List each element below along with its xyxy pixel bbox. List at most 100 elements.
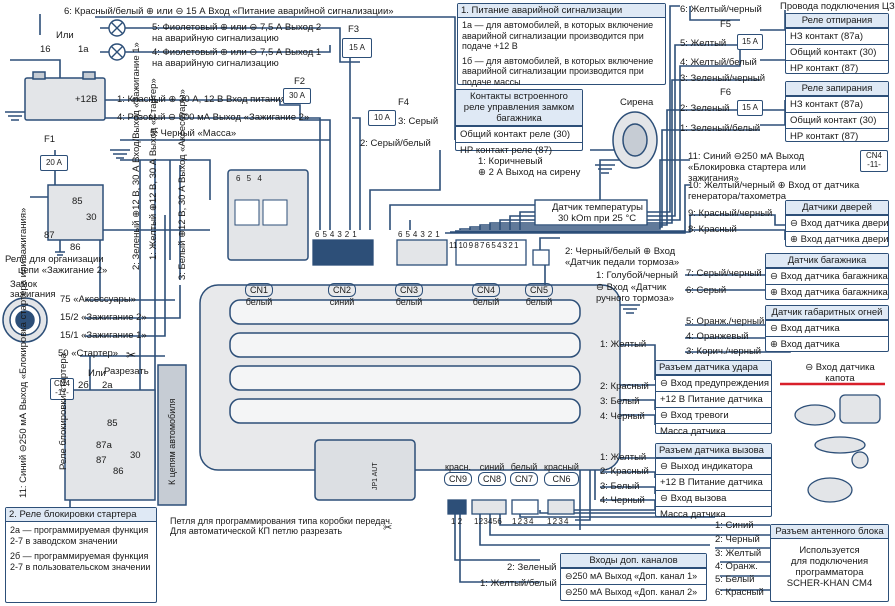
relay-caption-1: Реле для организации [5,254,104,265]
handbrake-wire-label: 1: Голубой/черный [596,270,679,281]
antenna-box: Разъем антенного блока Используется для … [770,524,889,602]
lock-relay-nc: НЗ контакт (87а) [786,96,888,112]
fuse-f1-name: F1 [44,134,56,145]
battery-plus-label: +12В [75,94,98,105]
siren-wire-sub-label: ⊕ 2 А Выход на сирену [478,167,581,178]
starter-relay-box-title: 2. Реле блокировки стартера [6,508,156,522]
aux-channel-1: ⊖250 мА Выход «Доп. канал 1» [561,568,706,584]
unlock-wire-6: 6: Желтый/черный [680,4,762,15]
wire-gray-label: 3: Серый [398,116,439,127]
cn1-pin-numbers: 6 5 4 [236,174,264,183]
cn4-tag-right-text: CN4 -11- [865,151,882,169]
light-sensor-pos: ⊕ Вход датчика [766,336,888,352]
siren-label: Сирена [620,97,654,108]
light-sensor-box: Датчик габаритных огней ⊖ Вход датчика ⊕… [765,305,889,352]
cn4-tag-right: CN4 -11- [860,150,888,172]
antenna-box-title: Разъем антенного блока [771,525,888,539]
cn4-pin-numbers: 11 10 9 8 7 6 5 4 3 2 1 [449,241,519,250]
starter-relay-box: 2. Реле блокировки стартера 2a — програм… [5,507,157,603]
cn5-color: белый [525,297,553,307]
fuse-f4-value: 10 A [373,113,390,122]
lock-relay-title: Реле запирания [786,82,888,96]
unlock-relay-box: Реле отпирания НЗ контакт (87а) Общий ко… [785,13,889,74]
lock-wire-3: 3: Зеленый/черный [680,73,766,84]
antenna-text-2: для подключения [790,556,869,567]
trunk-wire-7: 7: Серый/черный [686,268,762,279]
antenna-wire-1: 1: Синий [715,520,754,531]
call-sensor-box: Разъем датчика вызова ⊖ Выход индикатора… [655,443,772,520]
siren-wire-label: 1: Коричневый [478,156,543,167]
call-wire-4: 4: Черный [600,495,645,506]
loop-note-1: Петля для программирования типа коробки … [170,516,393,526]
door-sensor-title: Датчики дверей [786,201,888,215]
fuse-f3: 15 A [342,38,372,58]
starter-relay-or: Или [88,368,106,379]
aux-channels-box: Входы доп. каналов ⊖250 мА Выход «Доп. к… [560,553,707,601]
light-wire-4: 4: Оранжевый [686,331,749,342]
starter-relay-vertical-label: Реле блокировки стартера [58,353,69,470]
shock-wire-4: 4: Черный [600,411,645,422]
lock-relay-box: Реле запирания НЗ контакт (87а) Общий ко… [785,81,889,142]
temp-sensor-label-1: Датчик температуры [552,202,643,213]
cn1-name: CN1 [245,283,274,297]
lock-relay-no: НР контакт (87) [786,128,888,144]
fuse-f5-value: 15 A [741,37,758,46]
trunk-sensor-title: Датчик багажника [766,254,888,268]
shock-sensor-r3: ⊖ Вход тревоги [656,407,771,423]
lock-ign1-label: 15/1 «Зажигание 1» [60,330,147,341]
starter-relay-85: 85 [107,418,118,429]
wire-output1-label: 4: Фиолетовый ⊕ или ⊖ 7,5 А Выход 1 [152,47,322,58]
cn3-name: CN3 [395,283,424,297]
unlock-relay-nc: НЗ контакт (87а) [786,28,888,44]
shock-sensor-r2: +12 В Питание датчика [656,391,771,407]
starter-relay-86: 86 [113,466,124,477]
aux-wire-1: 1: Желтый/белый [480,578,557,589]
starter-relay-87: 87 [96,455,107,466]
hood-sensor-label: ⊖ Вход датчика капота [805,362,875,384]
shock-sensor-r4: Масса датчика [656,423,771,439]
fuse-f2-name: F2 [294,76,306,87]
trunk-sensor-neg: ⊖ Вход датчика багажника [766,268,888,284]
cut-label: Разрезать [104,366,149,377]
starter-relay-2a: 2a [102,380,113,391]
shock-sensor-box: Разъем датчика удара ⊖ Вход предупрежден… [655,360,772,437]
cn6-name: CN6 [544,472,579,486]
cn6-color: красный [544,462,579,472]
wire-ignition1-label: 2: Зеленый ⊕12 В, 30 А Вход/Выход «Зажиг… [131,42,142,270]
lock-wire-2: 2: Зеленый [680,103,730,114]
cn6-pins: 1 2 3 4 [547,517,569,526]
unlock-wire-4: 4: Желтый/белый [680,57,757,68]
trunk-sensor-pos: ⊕ Вход датчика багажника [766,284,888,300]
call-sensor-r3: ⊖ Вход вызова [656,490,771,506]
starter-relay-box-r2: 2б — программируемая функция 2-7 в польз… [10,551,151,572]
relay-caption-2: цепи «Зажигание 2» [18,265,108,276]
cn8-pins: 1 2 3 4 5 6 [474,517,502,526]
door-sensor-box: Датчики дверей ⊖ Вход датчика двери ⊕ Вх… [785,200,889,247]
fuse-f2: 30 A [283,88,311,104]
unlock-relay-no: НР контакт (87) [786,60,888,76]
fuse-f4-name: F4 [398,97,410,108]
cn8-name: CN8 [478,472,507,486]
battery-1a-label: 1a [78,44,89,55]
fuse-f6-name: F6 [720,87,732,98]
wire-output1-sub-label: на аварийную сигнализацию [152,58,279,69]
cn9-pins: 1 2 [451,517,463,526]
cn3-pin-numbers: 654321 [398,230,443,239]
car-circuits-label: К цепям автомобиля [167,398,177,485]
relay-pin-30: 30 [86,212,97,223]
relay-pin-85: 85 [72,196,83,207]
cn3-color: белый [395,297,423,307]
trunk-relay-common: Общий контакт реле (30) [456,126,582,142]
cn4-wire-10: 10: Желтый/черный ⊕ Вход от датчика гене… [688,180,860,202]
unlock-relay-common: Общий контакт (30) [786,44,888,60]
hazard-power-box-title: 1. Питание аварийной сигнализации [458,4,665,18]
fuse-f4: 10 A [368,110,396,126]
shock-sensor-title: Разъем датчика удара [656,361,771,375]
cn7-pins: 1 2 3 4 [512,517,534,526]
fuse-f2-value: 30 A [288,91,305,100]
loop-note-2: Для автоматической КП петлю разрезать [170,526,343,536]
scissors-icon-2: ✂ [383,522,393,534]
